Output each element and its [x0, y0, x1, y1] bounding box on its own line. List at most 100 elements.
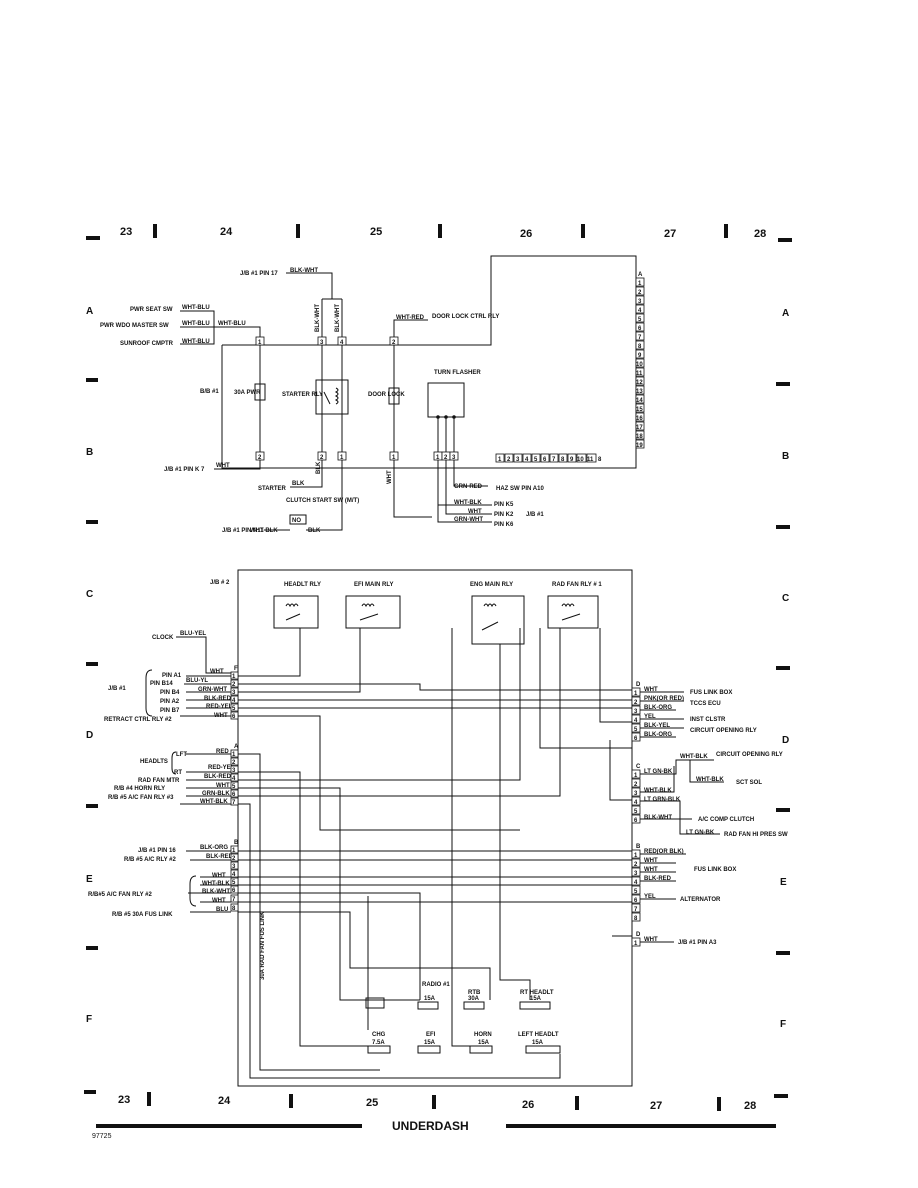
ac-clutch: A/C COMP CLUTCH	[698, 817, 754, 823]
starter-wire: BLK	[292, 481, 305, 487]
rc-wire: LT GN-BK	[644, 769, 673, 775]
rd-pin: 6	[634, 736, 638, 742]
jb1-block-label: B/B #1	[200, 389, 219, 395]
jb1-pin-num: 4	[340, 340, 344, 346]
jb1-vwire-1: BLK-WHT	[315, 304, 321, 332]
jb1-input-label: PWR WDO MASTER SW	[100, 323, 169, 329]
pin-k7-wire: WHT	[216, 463, 230, 469]
fuse-rating: 15A	[424, 996, 436, 1002]
rc-pin: 6	[634, 818, 638, 824]
a-input-wire: WHT-BLK	[200, 799, 228, 805]
clutch-title: CLUTCH START SW (M/T)	[286, 498, 359, 504]
fuse-rating: 15A	[424, 1040, 436, 1046]
conn-a-pin: 13	[636, 389, 643, 395]
clutch-right-wire: BLK	[308, 528, 321, 534]
row-label-right: D	[782, 735, 789, 746]
a-input-label: RAD FAN MTR	[138, 778, 180, 784]
b-input-label: R/B #5 30A FUS LINK	[112, 912, 173, 918]
rb-wire: YEL	[644, 894, 656, 900]
rd-wire: WHT	[644, 687, 658, 693]
f-input-label: PIN B14	[150, 681, 173, 687]
b-input-wire: WHT-BLK	[202, 881, 230, 887]
clock-wire: BLU-YEL	[180, 631, 206, 637]
b-pin: 6	[232, 888, 236, 894]
footer-title: UNDERDASH	[392, 1119, 469, 1133]
top-col-label: 26	[520, 228, 532, 240]
conn-a-pin: 17	[636, 425, 643, 431]
conn-a-pin: 4	[638, 308, 642, 314]
relay-label: ENG MAIN RLY	[470, 582, 513, 588]
jb1-group: J/B #1	[108, 686, 126, 692]
clutch-no: NO	[292, 518, 301, 524]
rb-pin: 5	[634, 889, 638, 895]
connector-a-pins: 1 2 3 4 5 6 7 8 9 10 11 12 13 14 15 16 1…	[635, 277, 645, 449]
relay-label: RAD FAN RLY # 1	[552, 582, 602, 588]
rd-pin: 1	[634, 691, 638, 697]
a-input-wire: RED	[216, 749, 229, 755]
b-pin: 8	[232, 906, 236, 912]
b-pin: 4	[232, 872, 236, 878]
wht-vwire: WHT	[387, 470, 393, 484]
headlt-relay	[273, 595, 319, 629]
rc-pin: 3	[634, 791, 638, 797]
starter-label: STARTER	[258, 486, 287, 492]
k-pin: PIN K5	[494, 502, 514, 508]
right-c-label: C	[636, 764, 641, 770]
b-pin: 2	[232, 856, 236, 862]
fuse-rating: 30A	[468, 996, 480, 1002]
relay-label: HEADLT RLY	[284, 582, 321, 588]
row-pin: 10	[577, 457, 584, 463]
right-b-label: B	[636, 844, 641, 850]
rdd-dest: J/B #1 PIN A3	[678, 940, 717, 946]
fuse-radio	[417, 1001, 439, 1010]
top-col-label: 28	[754, 228, 766, 240]
rc-wire: LT GRN-BLK	[644, 797, 681, 803]
bottom-grid: 23 24 25 26 27 28 UNDERDASH 97725	[84, 1090, 788, 1140]
rb-pin: 3	[634, 871, 638, 877]
f-input-wire: GRN-WHT	[198, 687, 227, 693]
f-input-label: PIN A2	[160, 699, 180, 705]
row-label-right: B	[782, 451, 789, 462]
a-pin: 4	[232, 776, 236, 782]
f-input-label: RETRACT CTRL RLY #2	[104, 717, 172, 723]
b-input-wire: BLK-RED	[206, 854, 234, 860]
rb-pin: 6	[634, 898, 638, 904]
headlts-label: HEADLTS	[140, 759, 168, 765]
conn-a-pin: 14	[636, 398, 643, 404]
top-col-label: 24	[220, 226, 233, 238]
rdd-wire: WHT	[644, 937, 658, 943]
haz-wire: GRN-RED	[454, 484, 483, 490]
efi-main-relay	[345, 595, 401, 629]
fuse-name: RADIO #1	[422, 982, 450, 988]
conn-a-pin: 7	[638, 335, 642, 341]
turn-flasher	[427, 382, 465, 418]
rc-pin: 2	[634, 782, 638, 788]
row-pin: 8	[598, 457, 602, 463]
circuit-wire: WHT-BLK	[680, 754, 708, 760]
a-label: A	[234, 744, 239, 750]
f-input-label: PIN B7	[160, 708, 180, 714]
rb-pin: 8	[634, 916, 638, 922]
conn-a-pin: 10	[636, 362, 643, 368]
rb-wire: BLK-RED	[644, 876, 672, 882]
fuse-spare	[365, 997, 385, 1009]
fuse-efi	[417, 1045, 441, 1054]
rd-wire: BLK-ORG	[644, 705, 672, 711]
row-label-left: A	[86, 306, 93, 317]
right-dd-label: D	[636, 932, 641, 938]
eng-main-relay	[471, 595, 525, 645]
row-pin: 5	[534, 457, 538, 463]
fuse-name: HORN	[474, 1032, 492, 1038]
f-pin: 4	[232, 698, 236, 704]
a-input-wire: BLK-RED	[204, 774, 232, 780]
a-input-label: R/B #5 A/C FAN RLY #3	[108, 795, 174, 801]
rd-dest: CIRCUIT OPENING RLY	[690, 728, 757, 734]
bottom-col-label: 28	[744, 1100, 756, 1112]
jb1-bottom-pins: 2 2 1 1 1 2 3	[255, 451, 459, 461]
b-input-label: R/B #5 A/C RLY #2	[124, 857, 176, 863]
jb1-pin-num: 1	[436, 455, 440, 461]
row-pin: 7	[552, 457, 556, 463]
rdd-pin: 1	[634, 941, 638, 947]
